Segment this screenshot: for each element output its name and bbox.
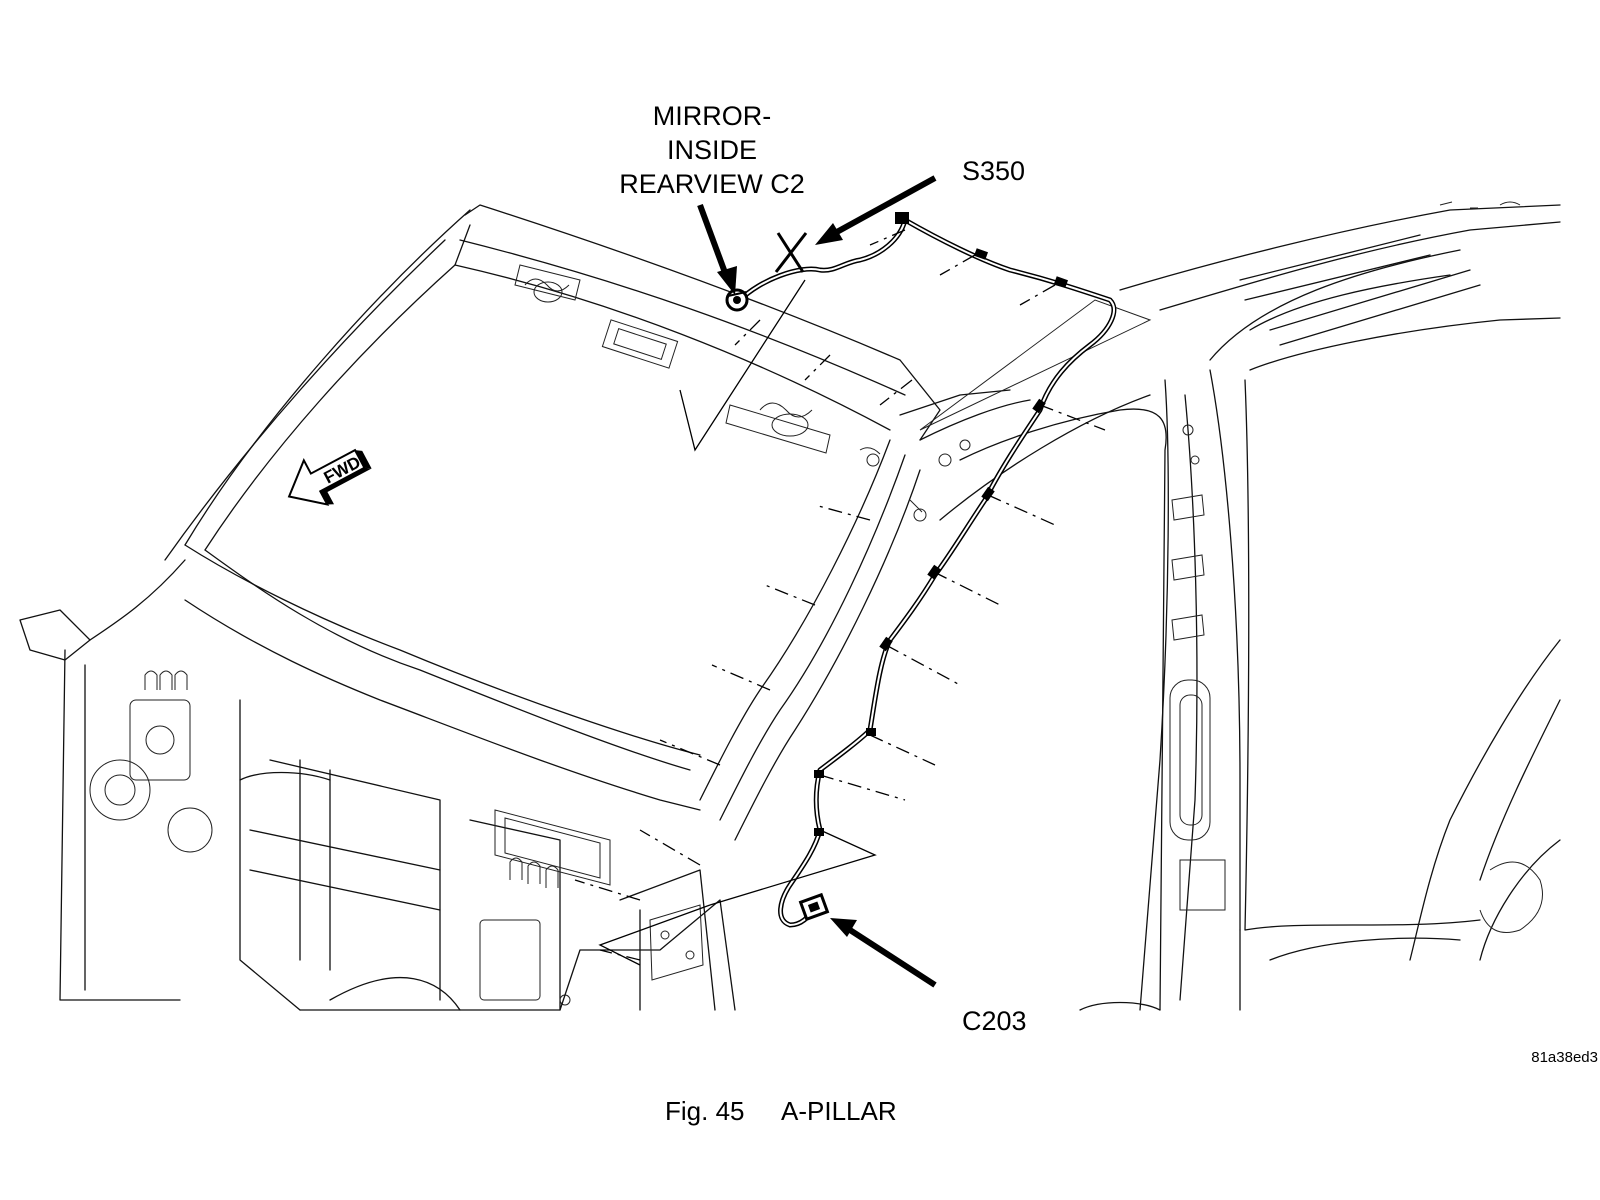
s350-splice-marker [774, 232, 808, 273]
image-code: 81a38ed3 [1531, 1049, 1598, 1066]
figure-caption: Fig. 45 A-PILLAR [665, 1096, 897, 1126]
left-fender-apron [19, 559, 213, 1001]
s350-callout-arrow [815, 175, 937, 245]
roof-side-rail [1119, 201, 1561, 346]
mirror-inside-rearview-c2-label: MIRROR- INSIDE REARVIEW C2 [619, 101, 805, 199]
mirror-label-line-3: REARVIEW C2 [619, 169, 805, 199]
rear-door-opening [1239, 317, 1561, 1011]
roof-header-panel [454, 204, 941, 467]
harness-clips [814, 212, 1069, 836]
mirror-callout-arrow [697, 203, 737, 295]
c203-callout-arrow [830, 918, 937, 988]
vehicle-body-line-art [19, 201, 1561, 1011]
mirror-label-line-2: INSIDE [667, 135, 757, 165]
door-opening [939, 394, 1167, 1011]
forward-direction-arrow: FWD [287, 448, 372, 506]
mirror-connector-c2 [725, 288, 749, 312]
wiring-harness [725, 212, 1117, 928]
a-pillar-outer [899, 299, 1152, 522]
b-pillar [1139, 249, 1461, 1011]
connector-c203 [798, 892, 830, 922]
hinge-pillar [619, 869, 716, 1011]
cowl-dash-panel [184, 599, 736, 1011]
figure-title: A-PILLAR [781, 1096, 897, 1126]
s350-splice-label: S350 [962, 156, 1025, 186]
figure-number: Fig. 45 [665, 1096, 745, 1126]
c203-connector-label: C203 [962, 1006, 1027, 1036]
windshield-opening [164, 209, 921, 841]
retainer-leader-lines [574, 229, 1106, 966]
mirror-label-line-1: MIRROR- [653, 101, 771, 131]
